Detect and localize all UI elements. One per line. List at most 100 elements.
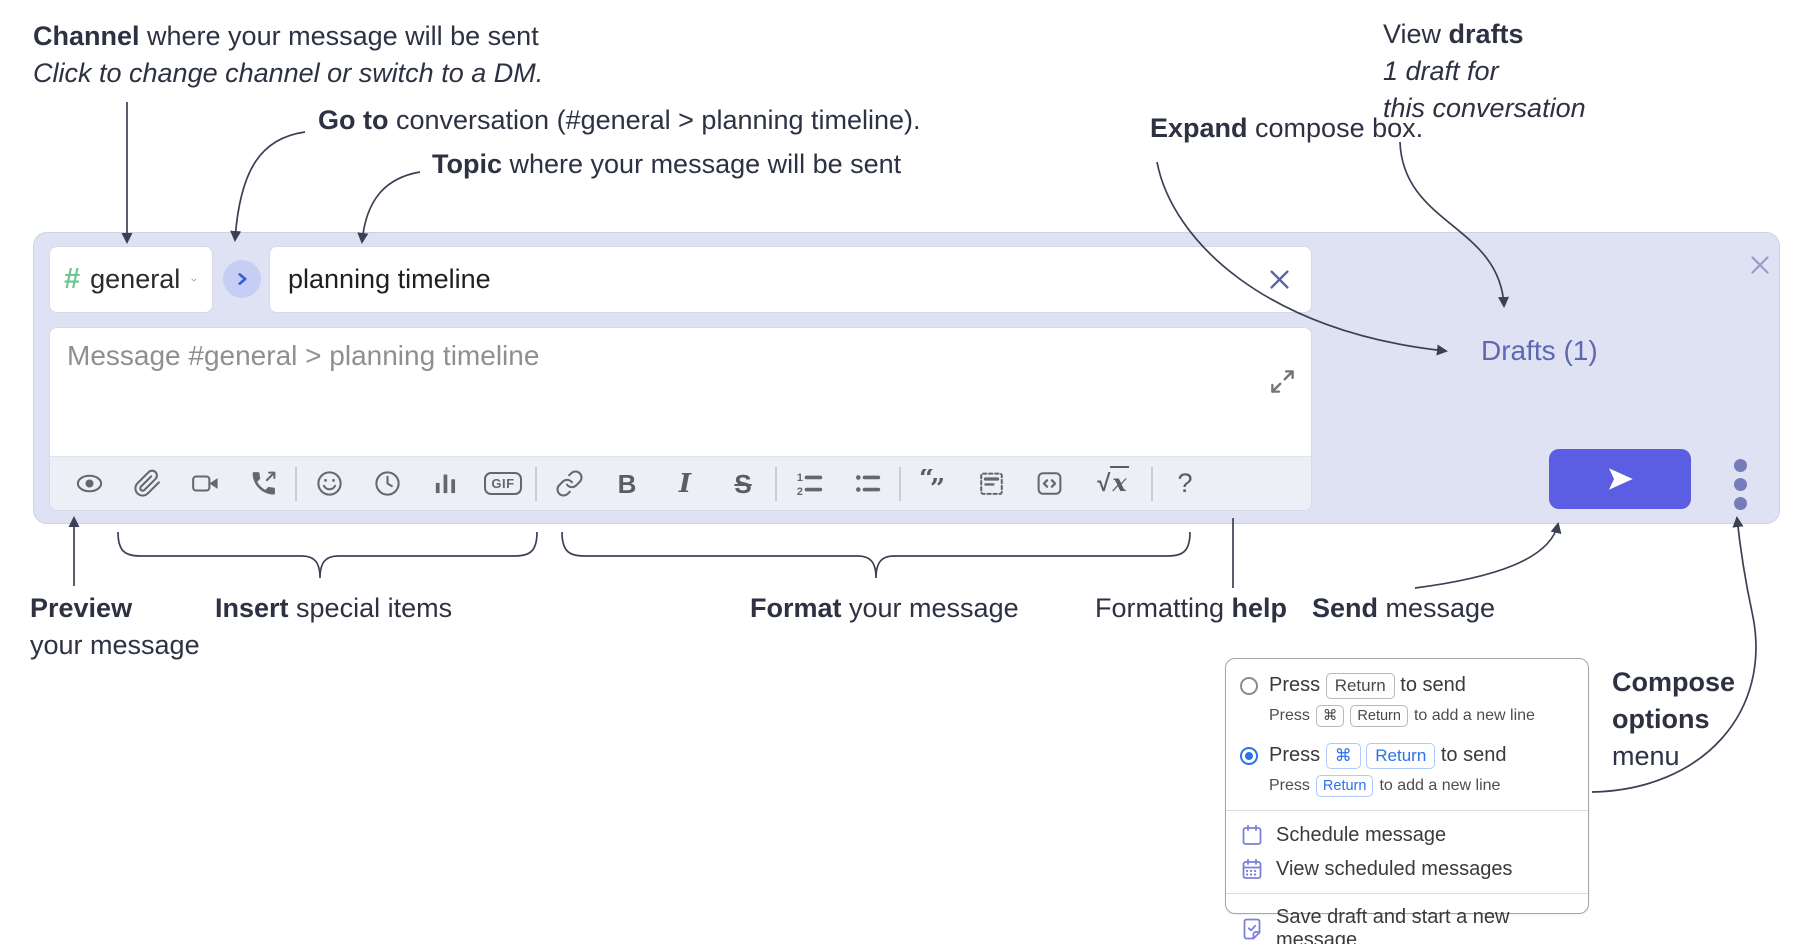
- compose-options-popup: Press Return to send Press ⌘ Return to a…: [1225, 658, 1589, 944]
- paperclip-icon: [133, 469, 160, 497]
- toolbar-divider: [535, 466, 537, 501]
- ellipsis-dot: [1734, 459, 1747, 472]
- expand-compose-button[interactable]: [1269, 368, 1297, 396]
- link-button[interactable]: [553, 466, 585, 502]
- menu-item-view-scheduled-messages[interactable]: View scheduled messages: [1226, 852, 1588, 886]
- kbd-return: Return: [1315, 775, 1374, 797]
- annotation-topic: Topic where your message will be sent: [432, 149, 902, 179]
- phone-outgoing-icon: [252, 471, 275, 495]
- bold-button[interactable]: B: [611, 466, 643, 502]
- radio-unselected-icon[interactable]: [1240, 677, 1258, 695]
- chevron-down-icon: [191, 278, 197, 282]
- eye-icon: [76, 474, 102, 493]
- compose-options-menu-button[interactable]: [1734, 459, 1747, 510]
- option-return-to-send-hint: Press ⌘ Return to add a new line: [1226, 703, 1588, 733]
- close-icon: [1751, 256, 1769, 274]
- kbd-return: Return: [1350, 705, 1408, 727]
- bar-chart-icon: [435, 474, 455, 494]
- code-icon: [1037, 472, 1061, 495]
- spoiler-icon: [979, 472, 1003, 495]
- strikethrough-button[interactable]: S: [727, 466, 759, 502]
- kbd-return: Return: [1366, 743, 1436, 769]
- annotation-view-drafts: View drafts 1 draft for this conversatio…: [1383, 19, 1586, 123]
- calendar-icon: [1242, 824, 1262, 845]
- link-icon: [556, 470, 582, 497]
- brace-format: [561, 531, 1191, 579]
- radio-selected-icon[interactable]: [1240, 747, 1258, 765]
- emoji-button[interactable]: [313, 466, 345, 502]
- annotation-channel: Channel where your message will be sent …: [33, 18, 543, 92]
- annotation-send: Send message: [1312, 593, 1496, 623]
- toolbar-divider: [1151, 466, 1153, 501]
- italic-button[interactable]: I: [669, 466, 701, 502]
- annotation-formatting-help: Formatting help: [1095, 593, 1288, 623]
- gif-button[interactable]: GIF: [484, 466, 522, 502]
- bulleted-list-button[interactable]: [851, 466, 883, 502]
- video-camera-icon: [191, 475, 218, 492]
- poll-button[interactable]: [429, 466, 461, 502]
- goto-conversation-button[interactable]: [223, 260, 261, 298]
- italic-icon: I: [678, 468, 692, 499]
- smiley-icon: [316, 471, 342, 496]
- annotation-compose-options: Compose options menu: [1612, 667, 1736, 771]
- global-time-button[interactable]: [371, 466, 403, 502]
- option-return-to-send[interactable]: Press Return to send: [1226, 669, 1588, 703]
- expand-icon: [1271, 370, 1294, 393]
- toolbar-divider: [775, 466, 777, 501]
- clear-topic-icon[interactable]: [1266, 266, 1293, 293]
- voice-call-button[interactable]: [247, 466, 279, 502]
- annotation-preview: Preview your message: [30, 593, 200, 660]
- math-button[interactable]: √x: [1091, 466, 1135, 502]
- note-check-icon: [1243, 918, 1261, 940]
- annotation-goto: Go to conversation (#general > planning …: [318, 105, 921, 135]
- toolbar-divider: [295, 466, 297, 501]
- ellipsis-dot: [1734, 497, 1747, 510]
- brace-insert: [117, 531, 538, 579]
- menu-item-save-draft[interactable]: Save draft and start a new message: [1226, 901, 1588, 944]
- ordered-list-icon: 12: [796, 472, 822, 498]
- connector-send: [1414, 522, 1562, 589]
- toolbar-divider: [899, 466, 901, 501]
- message-input[interactable]: Message #general > planning timeline: [67, 340, 540, 371]
- ellipsis-dot: [1734, 478, 1747, 491]
- chevron-right-icon: [238, 273, 247, 285]
- kbd-return: Return: [1325, 673, 1395, 699]
- channel-name: general: [90, 264, 181, 294]
- topic-value: planning timeline: [288, 264, 491, 294]
- question-mark-icon: ?: [1177, 468, 1193, 498]
- svg-text:“: “: [919, 469, 934, 494]
- preview-button[interactable]: [73, 466, 105, 502]
- send-button[interactable]: [1549, 449, 1691, 509]
- video-call-button[interactable]: [189, 466, 221, 502]
- annotation-channel-rest: where your message will be sent: [139, 21, 539, 51]
- topic-input[interactable]: planning timeline: [269, 246, 1312, 313]
- message-formatting-help-button[interactable]: ?: [1169, 466, 1201, 502]
- quote-button[interactable]: “”: [917, 466, 949, 502]
- spoiler-button[interactable]: [975, 466, 1007, 502]
- svg-text:”: ”: [929, 473, 944, 498]
- menu-divider: [1226, 810, 1588, 811]
- code-button[interactable]: [1033, 466, 1065, 502]
- strikethrough-icon: S: [734, 468, 752, 499]
- annotation-channel-line2: Click to change channel or switch to a D…: [33, 58, 544, 88]
- bold-icon: B: [617, 468, 637, 499]
- svg-text:1: 1: [796, 472, 802, 484]
- svg-text:2: 2: [796, 486, 802, 498]
- option-cmd-return-to-send[interactable]: Press ⌘ Return to send: [1226, 739, 1588, 773]
- gif-icon: GIF: [484, 472, 522, 495]
- attach-file-button[interactable]: [131, 466, 163, 502]
- hash-icon: #: [64, 263, 81, 295]
- option-cmd-return-to-send-hint: Press Return to add a new line: [1226, 773, 1588, 803]
- close-compose-button[interactable]: [1742, 247, 1778, 283]
- annotation-expand: Expand compose box.: [1150, 113, 1424, 143]
- message-compose-area[interactable]: Message #general > planning timeline GIF…: [49, 327, 1312, 511]
- kbd-cmd: ⌘: [1315, 705, 1345, 727]
- compose-box: # general planning timeline Message #gen…: [33, 232, 1780, 524]
- channel-selector[interactable]: # general: [49, 246, 213, 313]
- menu-item-schedule-message[interactable]: Schedule message: [1226, 818, 1588, 852]
- latex-icon: √x: [1097, 466, 1129, 497]
- annotation-insert: Insert special items: [215, 593, 453, 623]
- drafts-link[interactable]: Drafts (1): [1481, 335, 1598, 366]
